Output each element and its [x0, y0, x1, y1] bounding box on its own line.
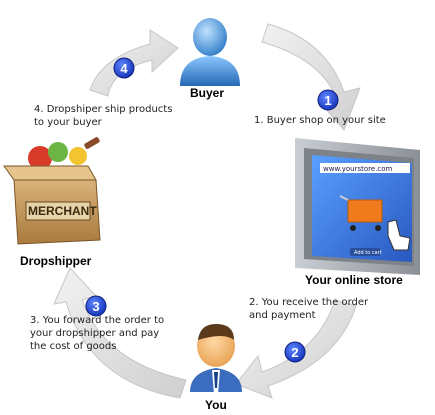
step-badge-4: 4 [113, 57, 135, 79]
merchant-crate-icon: MERCHANT [3, 137, 101, 245]
step-badge-2: 2 [284, 341, 306, 363]
store-label: Your online store [305, 273, 403, 287]
step-badge-3: 3 [85, 295, 107, 317]
add-to-cart-text: Add to cart [354, 250, 382, 256]
svg-text:2: 2 [291, 345, 298, 360]
step-1-text: 1. Buyer shop on your site [254, 115, 386, 126]
svg-text:4: 4 [120, 61, 128, 76]
step-badge-1: 1 [317, 89, 339, 111]
step-4-text: 4. Dropshiper ship products to your buye… [34, 104, 173, 128]
businessman-icon [190, 324, 242, 394]
arrow-you-to-dropshipper [53, 267, 187, 399]
step-3-text: 3. You forward the order to your dropshi… [30, 315, 165, 352]
arrow-store-to-you [235, 299, 357, 399]
monitor-cart-icon: www.yourstore.com Add to cart [295, 138, 420, 275]
arrow-dropshipper-to-buyer [89, 29, 179, 97]
you-label: You [205, 398, 227, 412]
shopping-cart-icon [339, 195, 383, 231]
buyer-label: Buyer [190, 86, 225, 100]
merchant-label: MERCHANT [28, 204, 97, 218]
svg-text:1: 1 [324, 93, 331, 108]
step-2-text: 2. You receive the order and payment [249, 297, 369, 321]
buyer-person-icon [180, 18, 240, 86]
svg-text:3: 3 [92, 299, 99, 314]
dropshipper-label: Dropshipper [20, 254, 92, 268]
pointer-hand-icon [387, 219, 411, 251]
store-url-text: www.yourstore.com [323, 165, 393, 173]
